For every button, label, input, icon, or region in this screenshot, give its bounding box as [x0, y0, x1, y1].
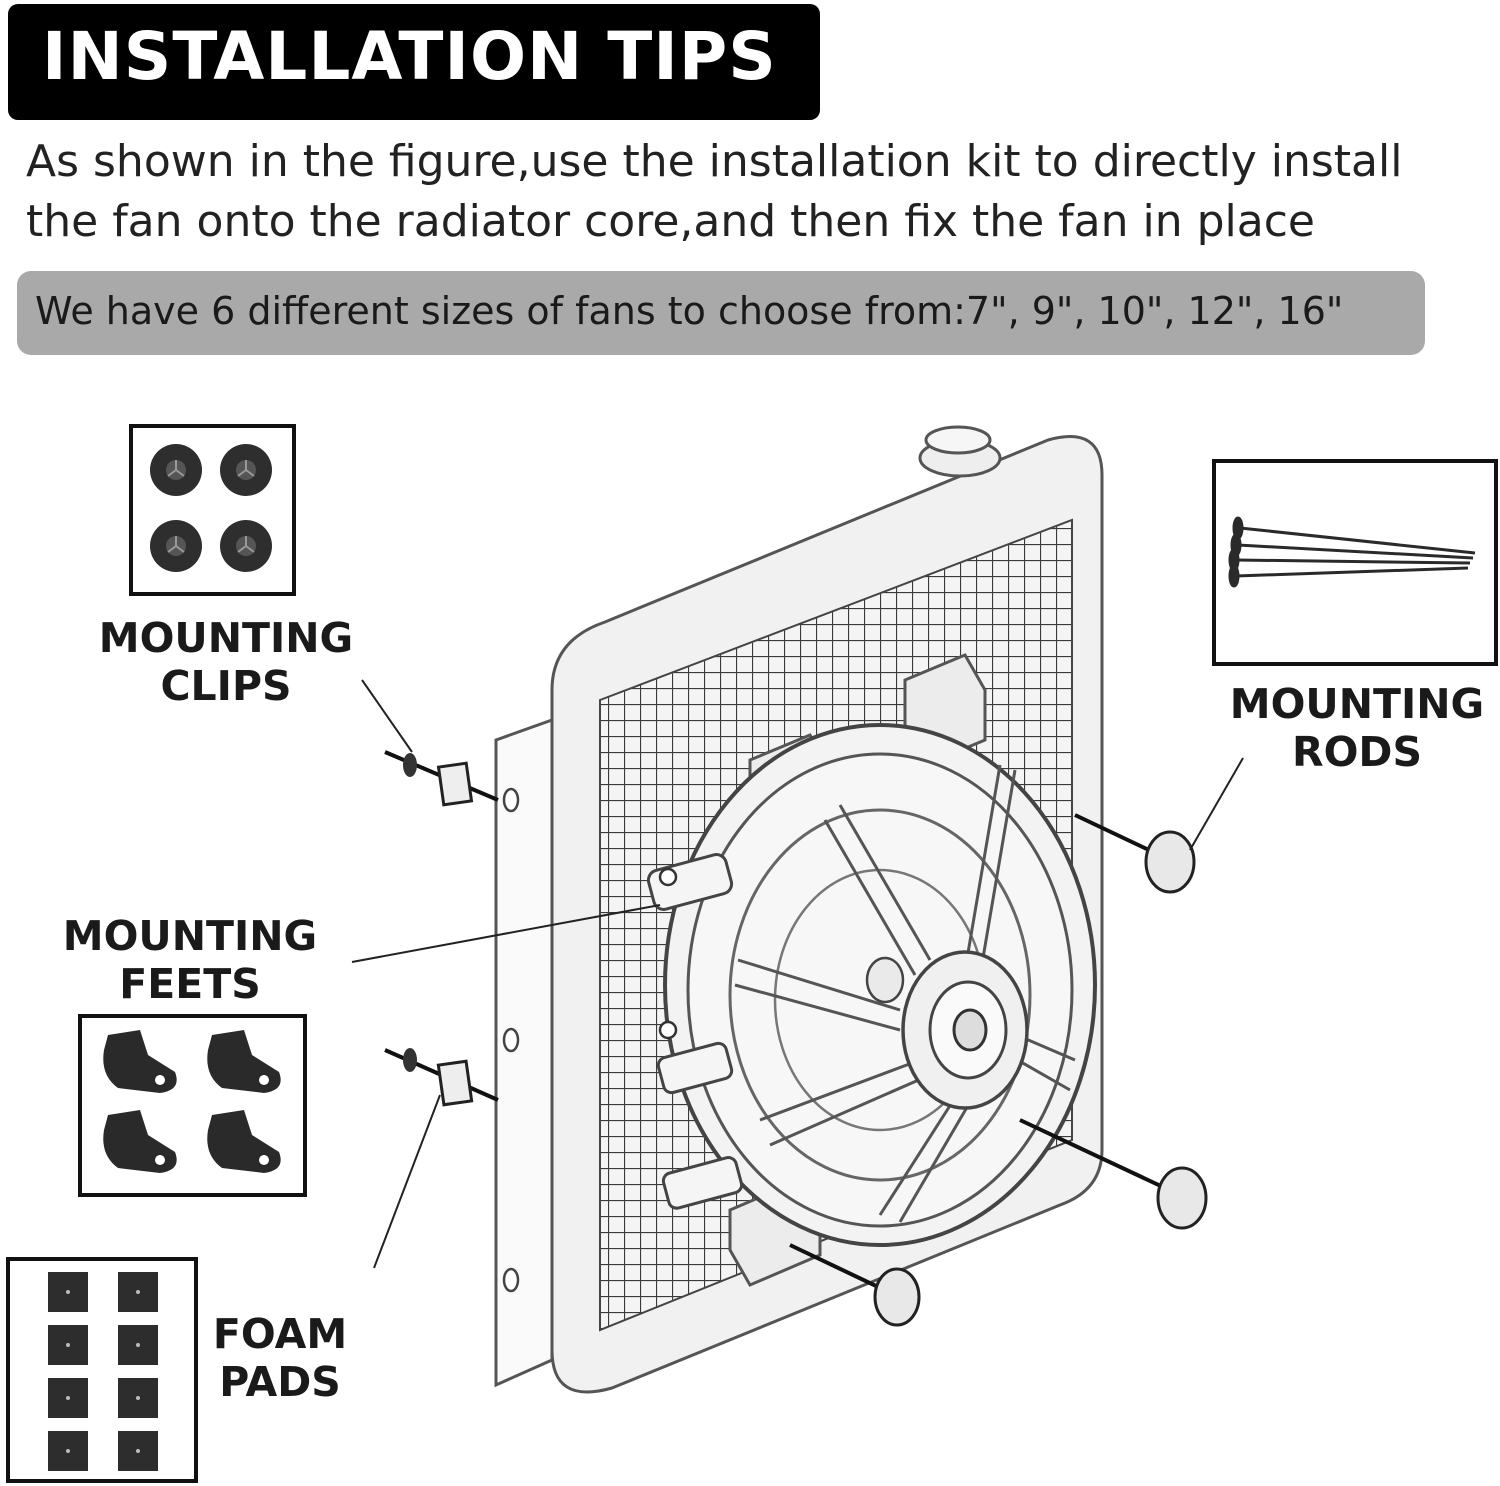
label-line: RODS: [1292, 728, 1422, 776]
description-line-1: As shown in the figure,use the installat…: [26, 136, 1403, 187]
label-mounting-feet: MOUNTING FEETS: [48, 912, 332, 1008]
label-mounting-rods: MOUNTING RODS: [1214, 680, 1500, 776]
sizes-banner: We have 6 different sizes of fans to cho…: [17, 271, 1425, 355]
page-title: INSTALLATION TIPS: [42, 18, 777, 95]
fan-assembly: [646, 653, 1097, 1287]
clip-icon: [220, 444, 272, 496]
label-line: FEETS: [119, 960, 261, 1008]
clip-icon: [220, 520, 272, 572]
description-line-2: the fan onto the radiator core,and then …: [26, 196, 1315, 247]
mounting-rods-installed: [789, 813, 1208, 1327]
label-line: MOUNTING: [62, 912, 318, 960]
label-mounting-clips: MOUNTING CLIPS: [84, 614, 368, 710]
mounting-clips-set: [129, 424, 296, 596]
leader-lines: [351, 679, 1244, 1269]
left-rod-hardware: [384, 750, 499, 1107]
label-line: FOAM: [212, 1310, 348, 1358]
radiator-side-bracket: [494, 717, 554, 1388]
radiator-cap: [918, 425, 1002, 478]
label-line: MOUNTING: [1229, 680, 1485, 728]
mounting-rods-set: [1212, 459, 1498, 666]
title-banner: INSTALLATION TIPS: [8, 4, 820, 120]
foam-pads-set: [6, 1257, 198, 1483]
sizes-note: We have 6 different sizes of fans to cho…: [35, 289, 1344, 333]
label-line: PADS: [219, 1358, 341, 1406]
label-line: MOUNTING: [98, 614, 354, 662]
clip-icon: [150, 444, 202, 496]
mounting-feet-set: [78, 1014, 307, 1197]
description: As shown in the figure,use the installat…: [26, 132, 1486, 252]
label-line: CLIPS: [160, 662, 292, 710]
label-foam-pads: FOAM PADS: [200, 1310, 360, 1406]
clip-icon: [150, 520, 202, 572]
